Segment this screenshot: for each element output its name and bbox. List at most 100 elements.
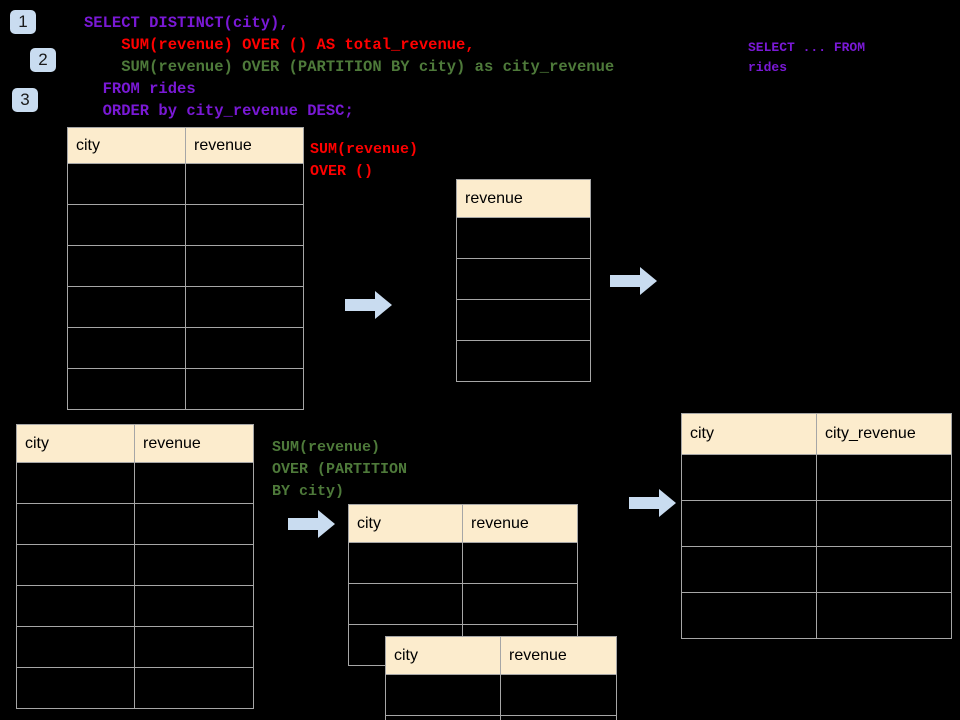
- table-cell: [185, 368, 304, 410]
- table-cell: [134, 667, 254, 709]
- table-cell: [185, 204, 304, 246]
- step-badge-3[interactable]: 3: [12, 88, 38, 112]
- table-cell: [134, 462, 254, 504]
- table-row: [67, 204, 304, 246]
- table-cell: [456, 258, 591, 300]
- table-row: [16, 626, 254, 668]
- table-cell: [185, 245, 304, 287]
- table-cell: [185, 286, 304, 328]
- arrow-source-to-partition: [288, 509, 336, 539]
- table-cell: [348, 542, 463, 584]
- table-cell: [134, 503, 254, 545]
- table-row: [16, 544, 254, 586]
- table-row: [681, 454, 952, 501]
- table-row: [456, 340, 591, 382]
- sql-line: SUM(revenue) OVER () AS total_revenue,: [84, 36, 475, 54]
- table-cell: [500, 674, 617, 716]
- table-cell: [385, 674, 501, 716]
- table-cell: [456, 217, 591, 259]
- table-row: [681, 500, 952, 547]
- table-cell: [67, 245, 186, 287]
- column-header: revenue: [134, 424, 254, 463]
- table-row: [456, 217, 591, 259]
- select-from-rides-note: SELECT ... FROM rides: [748, 40, 866, 75]
- table-row: [67, 245, 304, 287]
- table-cell: [16, 667, 135, 709]
- table-cell: [348, 583, 463, 625]
- table-cell: [185, 327, 304, 369]
- table-cell: [816, 546, 952, 593]
- column-header: city_revenue: [816, 413, 952, 455]
- sql-line: ORDER by city_revenue DESC;: [84, 102, 354, 120]
- sum-over-partition-note: SUM(revenue) OVER (PARTITION BY city): [272, 439, 408, 500]
- table-cell: [816, 500, 952, 547]
- table-cell: [681, 546, 817, 593]
- table-cell: [500, 715, 617, 720]
- column-header: revenue: [185, 127, 304, 164]
- table-row: [16, 585, 254, 627]
- table-cell: [16, 544, 135, 586]
- table-cell: [67, 163, 186, 205]
- table-row: [16, 462, 254, 504]
- table-row: [681, 546, 952, 593]
- arrow-total-to-result: [610, 266, 658, 296]
- arrow-partition-to-result: [629, 488, 677, 518]
- table-cell: [816, 592, 952, 639]
- sql-line: SELECT DISTINCT(city),: [84, 14, 289, 32]
- table-row: [67, 368, 304, 410]
- table-row: [16, 503, 254, 545]
- table-cell: [462, 583, 578, 625]
- sql-line: SUM(revenue) OVER (PARTITION BY city) as…: [84, 58, 615, 76]
- table-row: [385, 715, 617, 720]
- table-row: [456, 258, 591, 300]
- table-row: [348, 542, 578, 584]
- total-revenue-table: revenue: [456, 179, 591, 382]
- table-cell: [67, 204, 186, 246]
- column-header: city: [681, 413, 817, 455]
- table-row: [67, 327, 304, 369]
- table-cell: [456, 340, 591, 382]
- table-cell: [16, 503, 135, 545]
- column-header: revenue: [462, 504, 578, 543]
- table-row: [348, 583, 578, 625]
- table-cell: [462, 542, 578, 584]
- table-cell: [816, 454, 952, 501]
- step-badge-1[interactable]: 1: [10, 10, 36, 34]
- table-cell: [67, 327, 186, 369]
- column-header: revenue: [500, 636, 617, 675]
- table-cell: [67, 368, 186, 410]
- table-cell: [185, 163, 304, 205]
- table-cell: [67, 286, 186, 328]
- table-row: [67, 286, 304, 328]
- sum-over-empty-note: SUM(revenue) OVER (): [310, 141, 419, 180]
- step-badge-2[interactable]: 2: [30, 48, 56, 72]
- table-cell: [681, 454, 817, 501]
- table-row: [67, 163, 304, 205]
- sql-line: FROM rides: [84, 80, 196, 98]
- table-cell: [134, 585, 254, 627]
- table-cell: [134, 626, 254, 668]
- table-header-row: revenue: [456, 179, 591, 218]
- sql-query-block: SELECT DISTINCT(city), SUM(revenue) OVER…: [84, 12, 614, 122]
- table-cell: [385, 715, 501, 720]
- table-cell: [681, 500, 817, 547]
- column-header: city: [348, 504, 463, 543]
- table-cell: [456, 299, 591, 341]
- table-cell: [16, 626, 135, 668]
- table-row: [16, 667, 254, 709]
- table-cell: [16, 462, 135, 504]
- table-row: [385, 674, 617, 716]
- table-cell: [134, 544, 254, 586]
- column-header: city: [385, 636, 501, 675]
- column-header: city: [16, 424, 135, 463]
- table-row: [681, 592, 952, 639]
